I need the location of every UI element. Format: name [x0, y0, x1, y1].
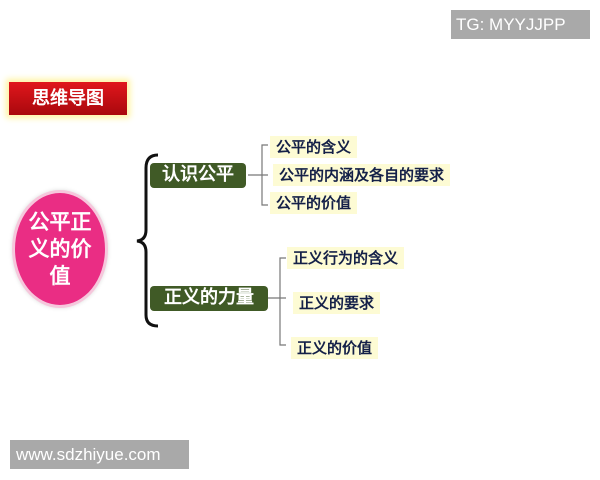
mindmap-root-node: 公平正义的价值 [12, 190, 108, 308]
mindmap-title-badge: 思维导图 [9, 82, 127, 115]
watermark-top: TG: MYYJJPP [451, 10, 590, 39]
watermark-bottom: www.sdzhiyue.com [10, 440, 189, 469]
branch-node-justice: 正义的力量 [150, 286, 268, 311]
root-label: 公平正义的价值 [28, 209, 92, 288]
main-brace [136, 153, 159, 328]
leaf-node: 公平的价值 [270, 192, 358, 214]
leaf-node: 公平的内涵及各自的要求 [273, 164, 451, 186]
leaf-node: 正义的价值 [291, 337, 379, 359]
leaf-node: 正义的要求 [293, 292, 381, 314]
leaf-node: 公平的含义 [270, 136, 358, 158]
leaf-node: 正义行为的含义 [287, 247, 405, 269]
branch-label: 认识公平 [162, 164, 234, 185]
branch-node-fairness: 认识公平 [150, 163, 246, 188]
branch-label: 正义的力量 [164, 287, 254, 308]
